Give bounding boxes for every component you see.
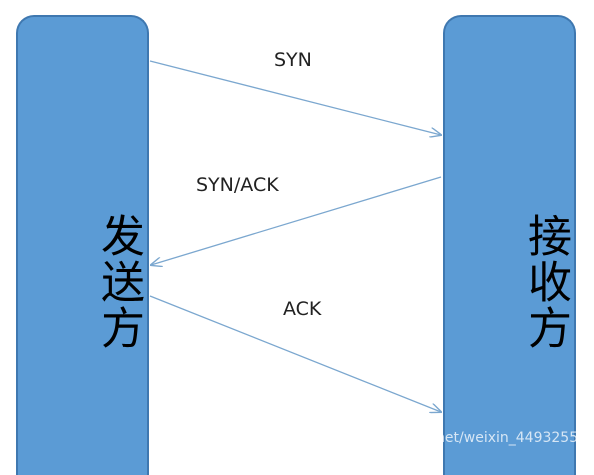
- receiver-label-text: 接收方: [520, 213, 571, 351]
- handshake-diagram: 发送方 接收方 SYN SYN/ACK ACK https://blog.csd…: [0, 15, 594, 475]
- sender-label: 发送方: [18, 172, 147, 392]
- sender-bar: 发送方: [16, 15, 149, 475]
- sender-label-text: 发送方: [93, 213, 144, 351]
- synack-label: SYN/ACK: [196, 174, 279, 196]
- receiver-label: 接收方: [445, 172, 574, 392]
- ack-label: ACK: [283, 298, 322, 320]
- watermark: https://blog.csdn.net/weixin_44932552: [314, 430, 588, 446]
- syn-arrow: [149, 60, 441, 135]
- arrows-layer: [0, 60, 594, 460]
- syn-label: SYN: [274, 49, 312, 71]
- synack-arrow: [151, 176, 442, 265]
- receiver-bar: 接收方: [443, 15, 576, 475]
- ack-arrow: [149, 295, 441, 412]
